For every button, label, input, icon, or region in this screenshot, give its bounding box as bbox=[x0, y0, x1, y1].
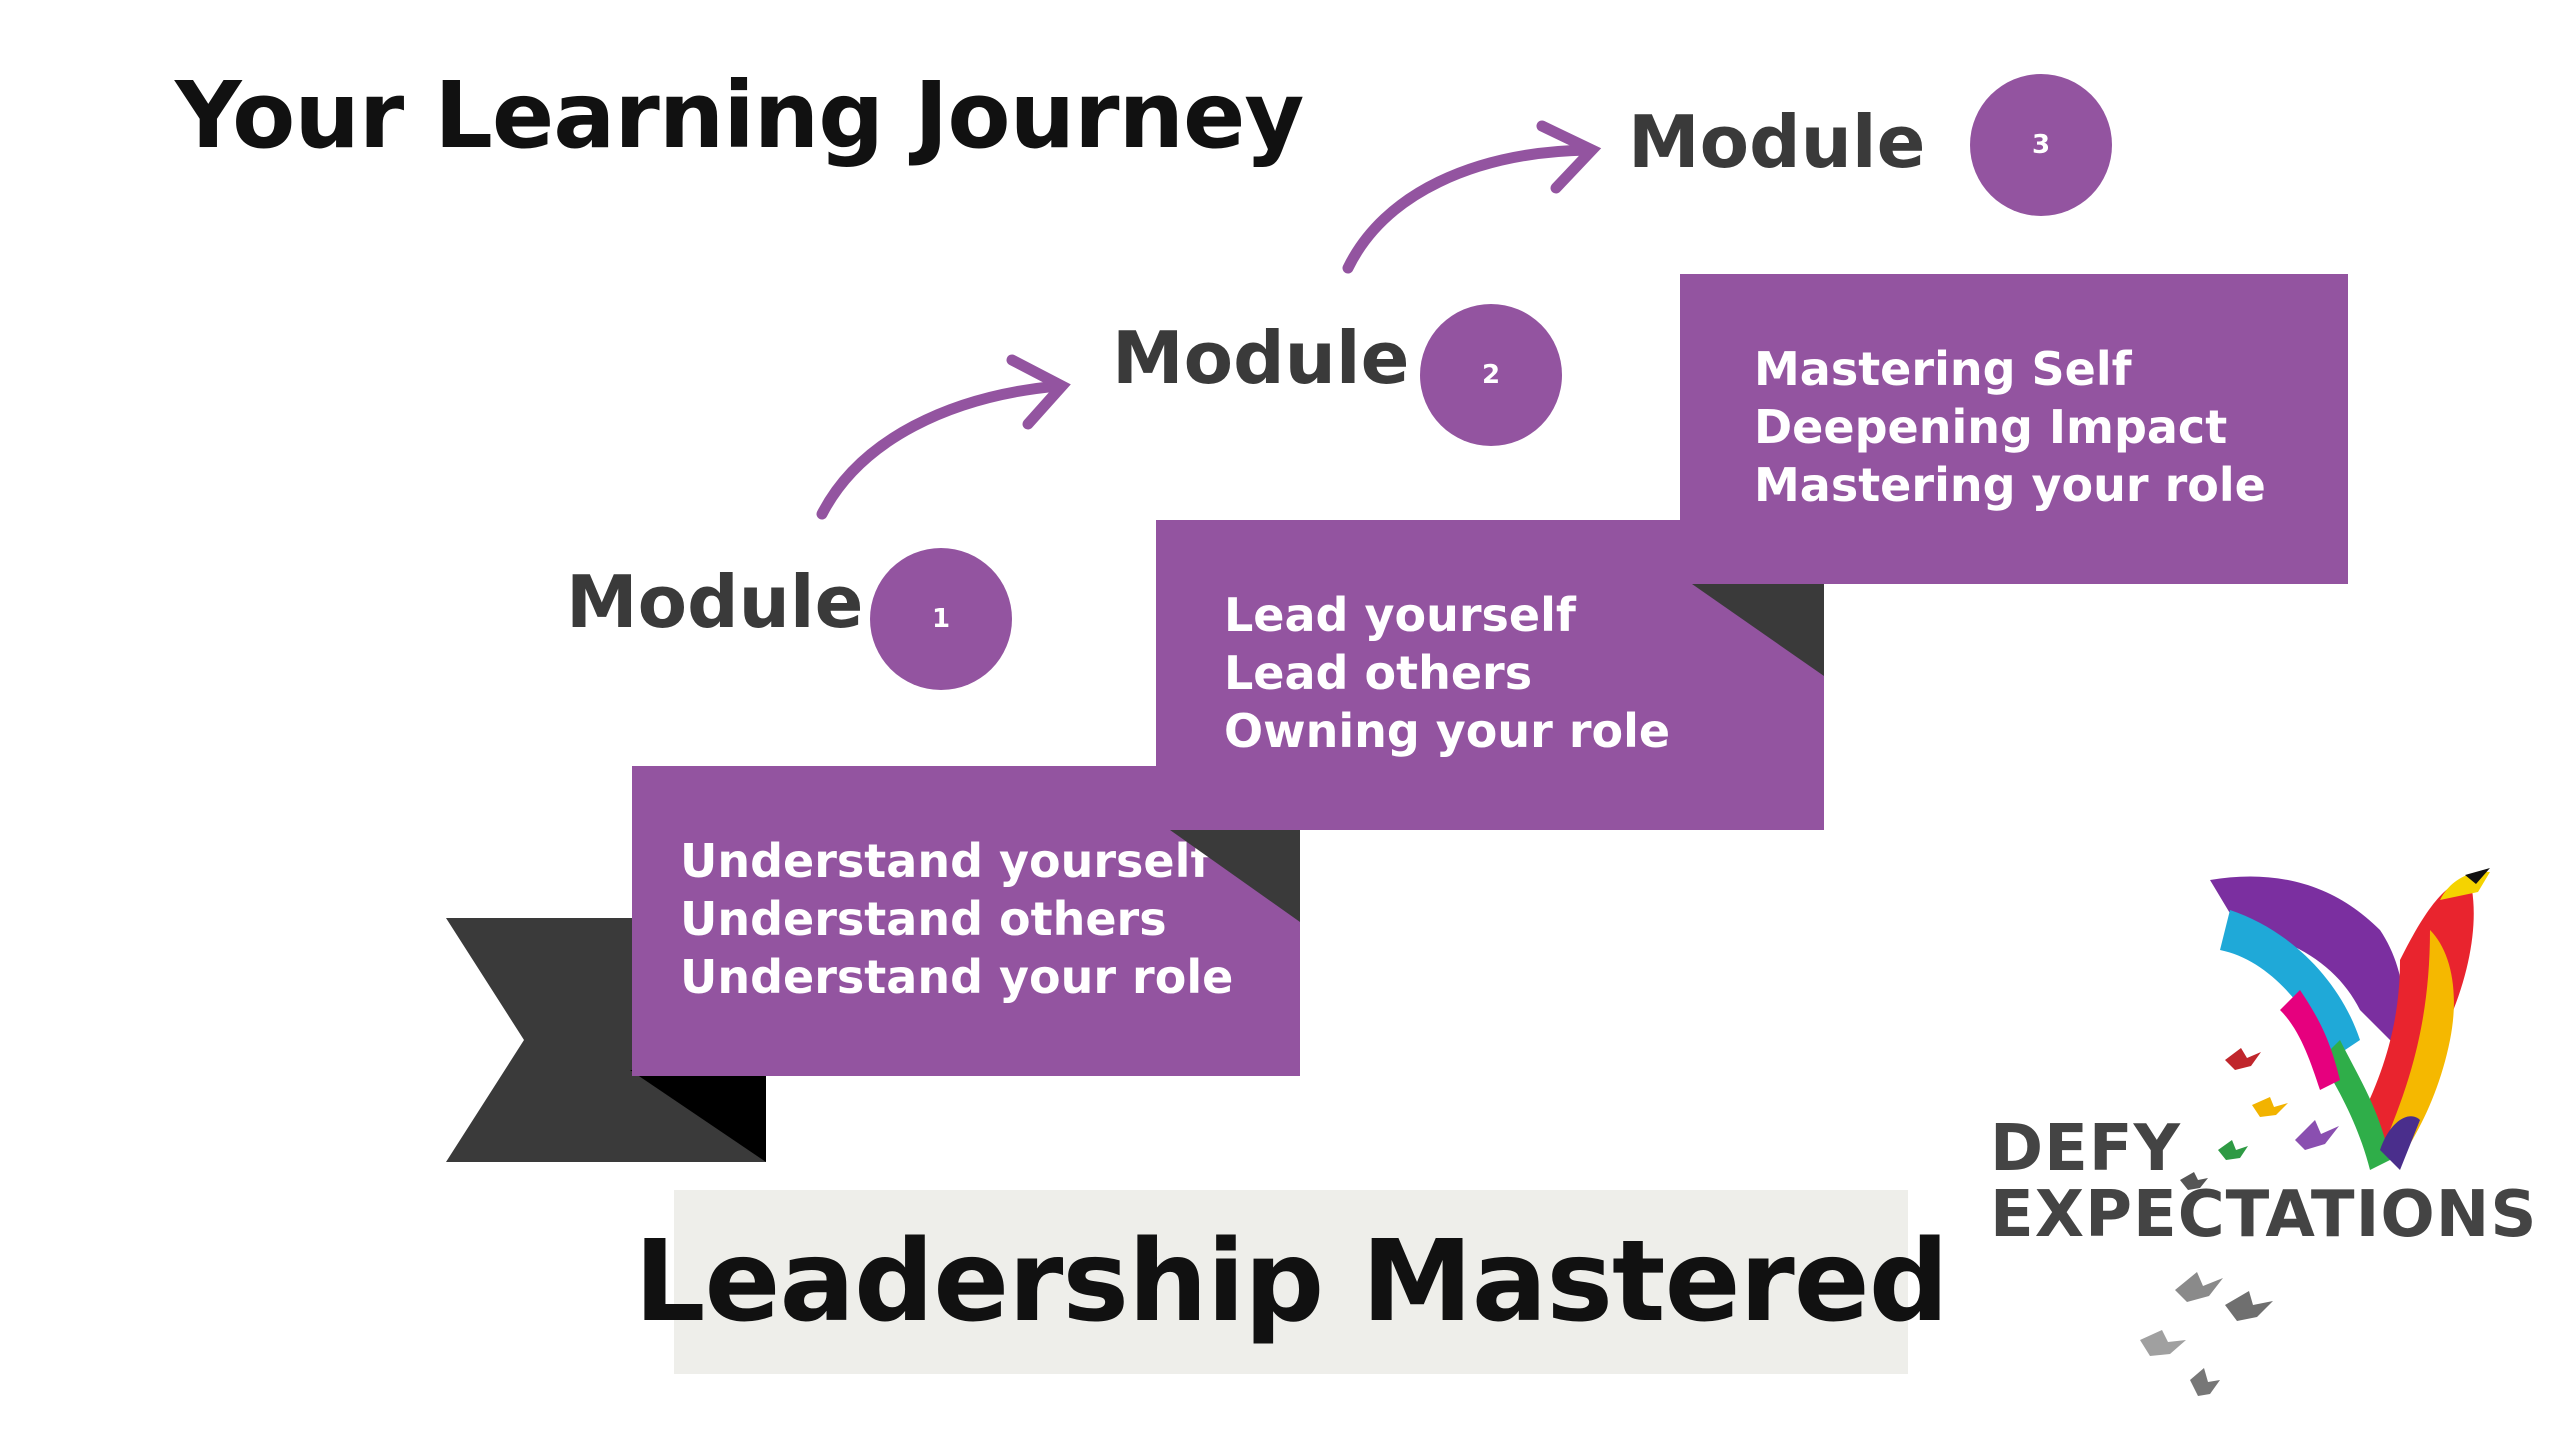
tagline: Leadership Mastered bbox=[634, 1217, 1949, 1347]
module-2-badge: 2 bbox=[1420, 304, 1562, 446]
module-1-badge: 1 bbox=[870, 548, 1012, 690]
arrow-curved-icon bbox=[1342, 120, 1602, 274]
module-3-item: Deepening Impact bbox=[1754, 400, 2228, 454]
module-3-badge: 3 bbox=[1970, 74, 2112, 216]
module-3-step: Mastering Self Deepening Impact Masterin… bbox=[1680, 274, 2348, 584]
phoenix-bird-icon bbox=[2210, 868, 2490, 1170]
tagline-box: Leadership Mastered bbox=[634, 1190, 1949, 1374]
module-2-item: Owning your role bbox=[1224, 704, 1671, 758]
module-3-label: Module bbox=[1628, 100, 1926, 184]
module-2-item: Lead yourself bbox=[1224, 588, 1576, 642]
module-3-item: Mastering Self bbox=[1754, 342, 2132, 396]
arrow-curved-icon bbox=[816, 354, 1071, 520]
page-title: Your Learning Journey bbox=[175, 62, 1304, 169]
module-2-label: Module bbox=[1112, 316, 1410, 400]
logo-text-line1: DEFY bbox=[1990, 1112, 2181, 1186]
flying-birds-icon bbox=[2140, 1048, 2339, 1396]
module-1-item: Understand your role bbox=[680, 950, 1234, 1004]
module-2-item: Lead others bbox=[1224, 646, 1533, 700]
module-3-item: Mastering your role bbox=[1754, 458, 2266, 512]
logo-text-line2: EXPECTATIONS bbox=[1990, 1178, 2538, 1252]
module-2-step: Lead yourself Lead others Owning your ro… bbox=[1156, 520, 1824, 830]
module-1-step: Understand yourself Understand others Un… bbox=[632, 766, 1300, 1076]
ribbon-fold-1 bbox=[630, 1070, 766, 1162]
module-1-item: Understand yourself bbox=[680, 834, 1211, 888]
module-1-label: Module bbox=[566, 560, 864, 644]
module-1-item: Understand others bbox=[680, 892, 1167, 946]
